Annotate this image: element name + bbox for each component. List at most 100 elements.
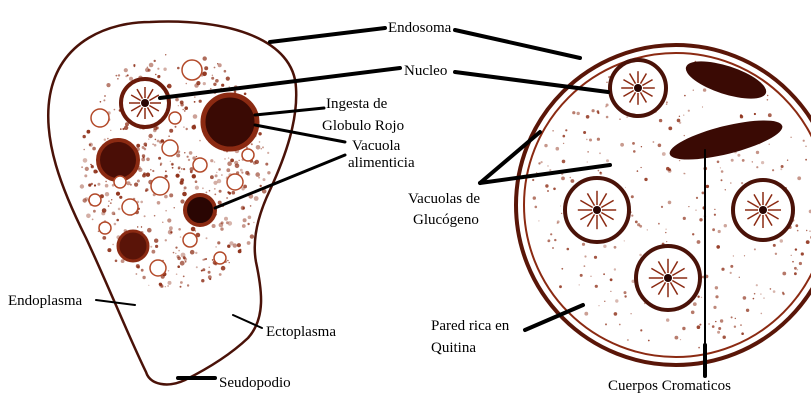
granule xyxy=(544,144,547,147)
granule xyxy=(254,196,259,201)
granule xyxy=(614,268,616,270)
granule xyxy=(172,167,174,169)
granule xyxy=(206,192,208,194)
granule xyxy=(733,255,734,256)
granule xyxy=(806,240,810,244)
label-pared-1: Pared rica en xyxy=(431,318,510,334)
granule xyxy=(145,145,147,147)
granule xyxy=(81,166,83,168)
granule xyxy=(177,257,181,261)
granule xyxy=(536,172,537,173)
granule xyxy=(83,158,88,163)
granule xyxy=(206,237,208,239)
granule xyxy=(641,146,642,147)
granule xyxy=(116,192,120,196)
granule xyxy=(209,267,210,268)
granule xyxy=(570,177,572,179)
granule xyxy=(157,75,160,78)
granule xyxy=(144,148,147,151)
granule xyxy=(191,227,196,232)
granule xyxy=(183,190,184,191)
granule xyxy=(706,185,709,188)
granule xyxy=(85,167,89,171)
granule xyxy=(769,144,770,145)
granule xyxy=(640,329,642,331)
granule xyxy=(175,126,177,128)
granule xyxy=(592,109,595,112)
granule xyxy=(541,161,543,163)
granule xyxy=(118,74,120,76)
granule xyxy=(737,154,740,157)
granule xyxy=(619,324,621,326)
granule xyxy=(561,213,562,214)
granule xyxy=(637,223,640,226)
granule xyxy=(703,88,706,91)
cyst-nucleus xyxy=(565,178,629,242)
vacuole-large xyxy=(203,95,257,149)
granule xyxy=(579,284,580,285)
granule xyxy=(571,179,575,183)
granule xyxy=(239,160,240,161)
granule xyxy=(744,255,745,256)
granule xyxy=(226,197,228,199)
granule xyxy=(228,157,229,158)
granule xyxy=(805,146,807,148)
label-glucogeno-2: Glucógeno xyxy=(413,212,479,228)
granule xyxy=(668,201,672,205)
granule xyxy=(240,169,243,172)
granule xyxy=(683,217,686,220)
granule xyxy=(137,226,138,227)
granule xyxy=(221,174,223,176)
granule xyxy=(584,255,586,257)
granule xyxy=(136,273,138,275)
granule xyxy=(186,128,188,130)
granule xyxy=(723,336,726,339)
granule xyxy=(152,143,154,145)
granule xyxy=(167,218,171,222)
granule xyxy=(624,240,625,241)
granule xyxy=(116,219,119,222)
granule xyxy=(267,171,270,174)
granule xyxy=(702,192,705,195)
granule xyxy=(560,206,561,207)
granule xyxy=(556,147,560,151)
granule xyxy=(697,296,699,298)
granule xyxy=(763,297,765,299)
granule xyxy=(184,106,188,110)
granule xyxy=(89,144,91,146)
label-cuerpos: Cuerpos Cromaticos xyxy=(608,378,731,394)
granule xyxy=(208,271,211,274)
granule xyxy=(720,167,721,168)
granule xyxy=(178,250,180,252)
granule xyxy=(679,160,680,161)
granule xyxy=(741,182,743,184)
granule xyxy=(234,161,238,165)
granule xyxy=(175,98,179,102)
granule xyxy=(83,135,86,138)
granule xyxy=(553,188,556,191)
granule xyxy=(668,126,672,130)
granule xyxy=(603,273,605,275)
granule xyxy=(761,313,763,315)
granule xyxy=(190,250,195,255)
granule xyxy=(195,252,197,254)
granule xyxy=(214,161,216,163)
granule xyxy=(561,177,565,181)
granule xyxy=(801,252,804,255)
granule xyxy=(552,130,554,132)
granule xyxy=(133,64,135,66)
granule xyxy=(175,247,177,249)
granule xyxy=(730,272,732,274)
granule xyxy=(229,262,230,263)
granule xyxy=(160,164,162,166)
granule xyxy=(187,284,189,286)
granule xyxy=(742,159,745,162)
granule xyxy=(167,285,169,287)
granule xyxy=(790,137,791,138)
label-nucleo: Nucleo xyxy=(404,63,447,79)
granule xyxy=(624,295,626,297)
granule xyxy=(740,324,741,325)
granule xyxy=(170,161,171,162)
granule xyxy=(84,174,87,177)
granule xyxy=(668,168,671,171)
